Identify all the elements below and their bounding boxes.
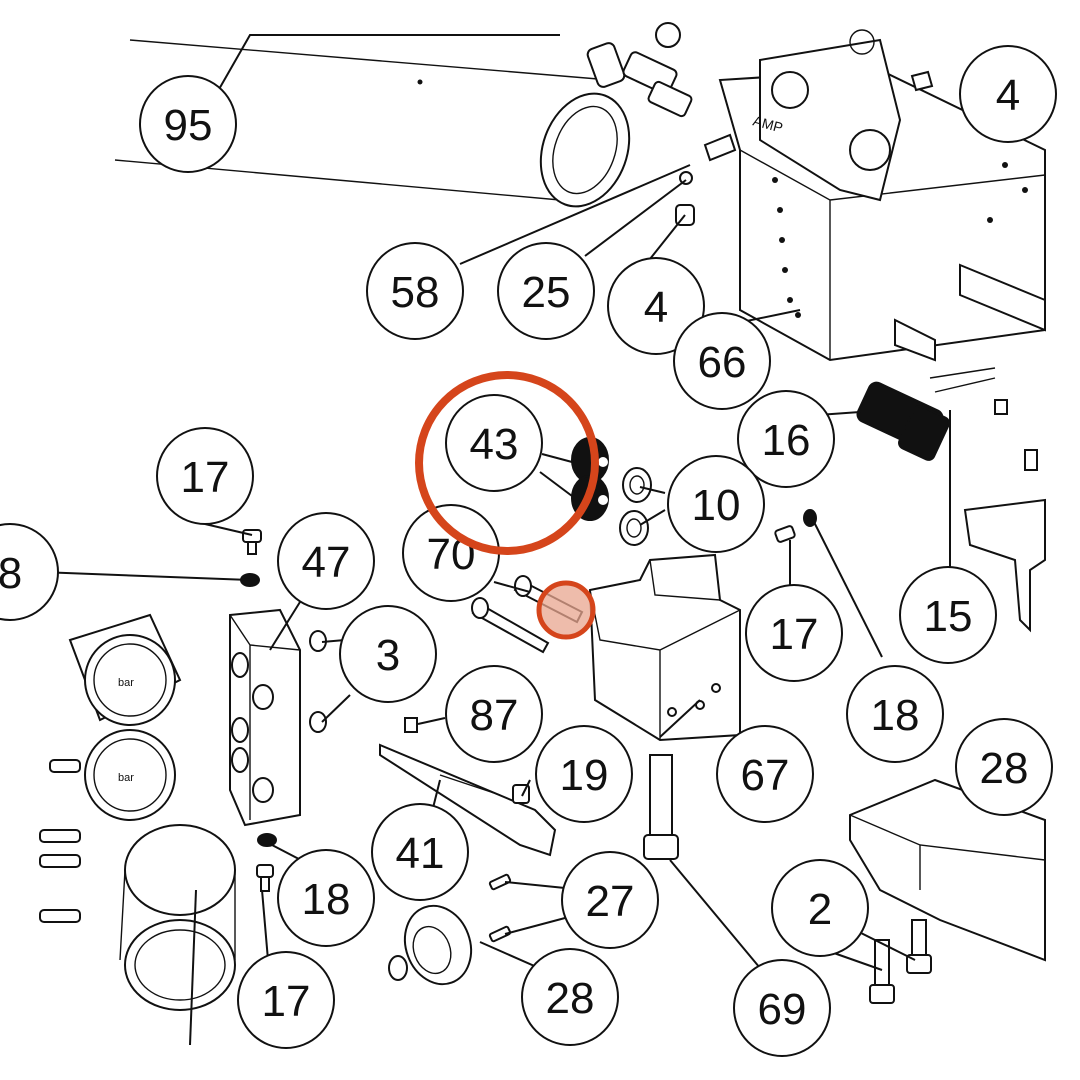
- callout-10: 10: [667, 455, 765, 553]
- svg-text:2: 2: [808, 885, 832, 934]
- callout-70: 70: [402, 504, 500, 602]
- svg-text:66: 66: [698, 338, 747, 387]
- svg-text:43: 43: [470, 420, 519, 469]
- part-67-block: [588, 553, 741, 742]
- svg-text:47: 47: [302, 538, 351, 587]
- svg-text:95: 95: [164, 101, 213, 150]
- callout-25: 25: [497, 242, 595, 340]
- part-2-screws: [869, 919, 932, 1004]
- svg-text:28: 28: [546, 974, 595, 1023]
- part-87-grub: [404, 717, 418, 733]
- callout-95: 95: [139, 75, 237, 173]
- svg-text:4: 4: [644, 283, 668, 332]
- svg-text:18: 18: [871, 691, 920, 740]
- part-27-springs: [488, 873, 512, 943]
- callout-43: 43: [445, 394, 543, 492]
- svg-text:19: 19: [560, 751, 609, 800]
- callout-69: 69: [733, 959, 831, 1057]
- svg-text:AMP: AMP: [751, 112, 784, 135]
- callouts: 95 4 58 25 4 66 43 16 10 17 47 70 17 15 …: [0, 45, 1057, 1057]
- callout-19: 19: [535, 725, 633, 823]
- svg-text:28: 28: [980, 744, 1029, 793]
- svg-text:17: 17: [181, 453, 230, 502]
- callout-15: 15: [899, 566, 997, 664]
- part-69-bolt: [643, 754, 679, 860]
- svg-text:17: 17: [262, 977, 311, 1026]
- part-sleeves: [119, 824, 236, 1011]
- callout-47: 47: [277, 512, 375, 610]
- callout-4-mid: 4: [607, 257, 705, 355]
- part-47-manifold: [229, 608, 301, 827]
- callout-27: 27: [561, 851, 659, 949]
- highlight-ring-43: [415, 371, 599, 555]
- part-3-washers: [309, 630, 327, 733]
- part-28-rail-block: [849, 778, 1046, 962]
- svg-text:15: 15: [924, 592, 973, 641]
- svg-text:69: 69: [758, 985, 807, 1034]
- callout-17-right: 17: [745, 584, 843, 682]
- callout-58: 58: [366, 242, 464, 340]
- svg-text:17: 17: [770, 610, 819, 659]
- gauge-unit-bottom: bar: [118, 772, 134, 784]
- part-16-connector: [856, 367, 996, 461]
- part-4-top-plug: [910, 70, 934, 92]
- highlight-dot-70-pin: [536, 580, 596, 640]
- part-17-screw-right: [774, 525, 796, 543]
- part-valve-assembly: [586, 22, 875, 118]
- part-66-main-block: AMP: [718, 38, 1046, 362]
- callout-28-bottom: 28: [521, 948, 619, 1046]
- callout-66: 66: [673, 312, 771, 410]
- callout-18-bottom: 18: [277, 849, 375, 947]
- svg-text:4: 4: [996, 71, 1020, 120]
- part-18-nut-bottom: [257, 833, 277, 847]
- svg-text:8: 8: [0, 549, 22, 598]
- svg-text:70: 70: [427, 530, 476, 579]
- callout-8: 8: [0, 523, 59, 621]
- svg-text:10: 10: [692, 481, 741, 530]
- callout-28-right: 28: [955, 718, 1053, 816]
- callout-17-left: 17: [156, 427, 254, 525]
- callout-3: 3: [339, 605, 437, 703]
- callout-67: 67: [716, 725, 814, 823]
- callout-16: 16: [737, 390, 835, 488]
- part-left-fittings: [39, 759, 81, 923]
- svg-text:67: 67: [741, 751, 790, 800]
- part-17-screw-bottom: [256, 864, 274, 892]
- svg-text:87: 87: [470, 691, 519, 740]
- callout-41: 41: [371, 803, 469, 901]
- svg-text:3: 3: [376, 631, 400, 680]
- svg-text:25: 25: [522, 268, 571, 317]
- part-25-washer: [679, 171, 693, 185]
- part-10-washers: [619, 467, 652, 546]
- callout-4-top: 4: [959, 45, 1057, 143]
- part-58-screw: [703, 133, 737, 162]
- part-28-knob: [388, 904, 473, 986]
- callout-18-right: 18: [846, 665, 944, 763]
- svg-text:41: 41: [396, 829, 445, 878]
- svg-text:27: 27: [586, 877, 635, 926]
- callout-87: 87: [445, 665, 543, 763]
- part-pressure-gauges: bar bar: [68, 613, 182, 821]
- callout-2: 2: [771, 859, 869, 957]
- highlight-marks: [415, 371, 599, 640]
- callout-17-bottom: 17: [237, 951, 335, 1049]
- part-41-rail: [379, 743, 557, 857]
- gauge-unit-top: bar: [118, 677, 134, 689]
- svg-text:16: 16: [762, 416, 811, 465]
- part-15-trigger: [963, 399, 1046, 633]
- svg-text:58: 58: [391, 268, 440, 317]
- svg-text:18: 18: [302, 875, 351, 924]
